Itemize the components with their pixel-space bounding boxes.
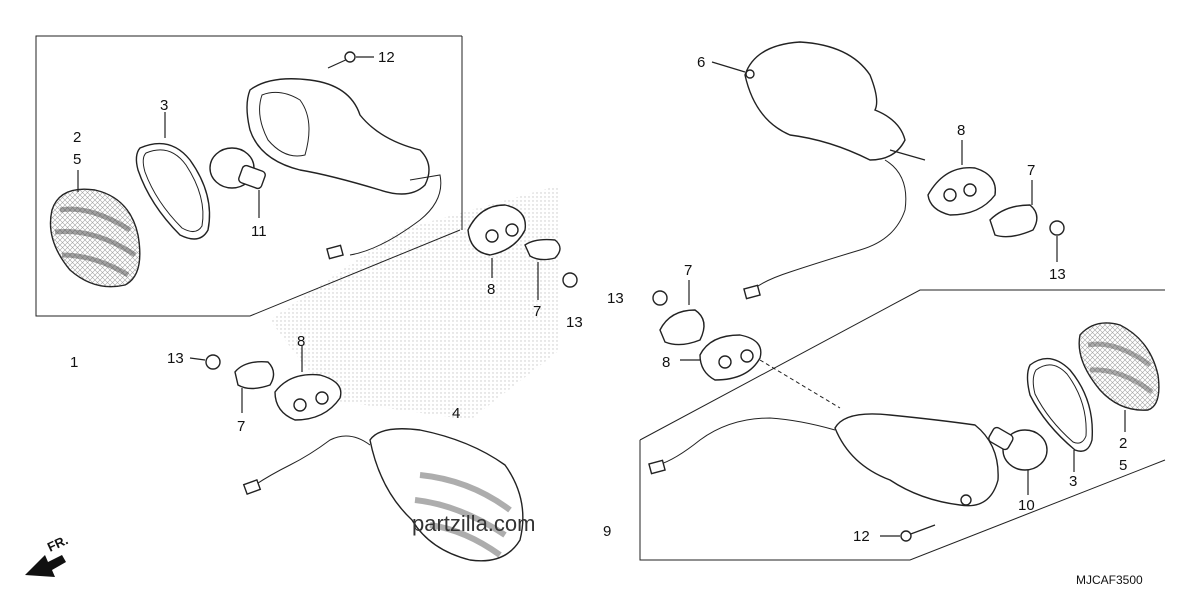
left-upper-assembly-frame: [35, 35, 463, 317]
callout-4: 4: [452, 405, 460, 422]
callout-13-upper-middle: 13: [566, 314, 583, 331]
bracket-set-upper-middle: [467, 204, 578, 300]
callout-11: 11: [251, 223, 267, 240]
diagram-code: MJCAF3500: [1076, 573, 1143, 587]
callout-13-upper-right: 13: [1049, 266, 1066, 283]
front-marker-label: FR.: [45, 532, 70, 554]
callout-13-middle-right: 13: [607, 290, 624, 307]
callout-12-lower: 12: [853, 528, 870, 545]
gasket-part-3-right: [1026, 357, 1094, 472]
watermark-text: partzilla.com: [412, 511, 535, 536]
callout-7-lower-left: 7: [237, 418, 245, 435]
bulb-part-11: [209, 147, 266, 190]
callout-7-upper-middle: 7: [533, 303, 541, 320]
front-direction-arrow: [25, 555, 66, 577]
callout-2-left: 2: [73, 129, 81, 146]
lens-part-2-left: [49, 188, 141, 288]
callout-7-middle-right: 7: [684, 262, 692, 279]
turn-signal-housing-upper-left: [246, 78, 442, 260]
callout-10: 10: [1018, 497, 1035, 514]
callout-3-left: 3: [160, 97, 168, 114]
screw-part-12-upper: [327, 51, 356, 69]
screw-part-12-lower: [880, 524, 936, 542]
callout-9: 9: [603, 523, 611, 540]
callout-7-upper-right: 7: [1027, 162, 1035, 179]
callout-8-upper-right: 8: [957, 122, 965, 139]
bracket-set-upper-right: [927, 140, 1065, 262]
callout-3-right: 3: [1069, 473, 1077, 490]
callout-13-lower-left: 13: [167, 350, 184, 367]
callout-5-left: 5: [73, 151, 81, 168]
callout-8-lower-left: 8: [297, 333, 305, 350]
callout-2-right: 2: [1119, 435, 1127, 452]
turn-signal-housing-lower-right: [648, 413, 999, 507]
callout-12-upper: 12: [378, 49, 395, 66]
callout-1: 1: [70, 354, 78, 371]
turn-signal-housing-part-6: [711, 41, 926, 300]
bulb-part-10: [988, 426, 1048, 495]
turn-signal-assembly-part-4: [242, 428, 524, 562]
bracket-set-lower-left: [189, 346, 342, 421]
gasket-part-3-left: [135, 142, 211, 240]
lens-part-2-right: [1078, 322, 1160, 432]
callout-8-middle-right: 8: [662, 354, 670, 371]
right-lower-assembly-frame: [639, 289, 1166, 561]
leader-lines-upper-left: [77, 56, 374, 218]
bracket-set-middle-right: [652, 280, 841, 409]
callout-6: 6: [697, 54, 705, 71]
callout-8-upper-middle: 8: [487, 281, 495, 298]
callout-5-right: 5: [1119, 457, 1127, 474]
